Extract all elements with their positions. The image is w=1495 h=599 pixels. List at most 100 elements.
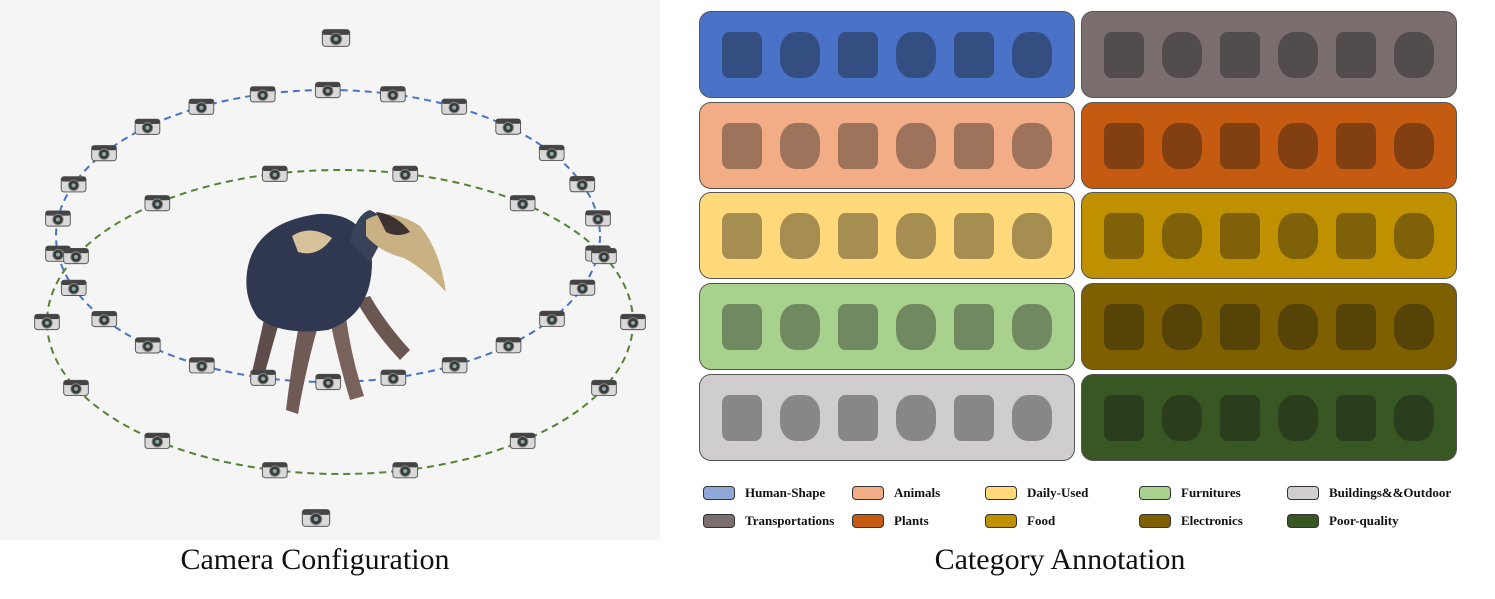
object-thumbnail [1278, 123, 1318, 169]
object-thumbnail [896, 213, 936, 259]
object-thumbnail [1104, 304, 1144, 350]
legend-label: Buildings&&Outdoor [1329, 485, 1452, 500]
object-thumbnail [1336, 213, 1376, 259]
object-thumbnail [838, 304, 878, 350]
object-thumbnail [1104, 32, 1144, 78]
cameras-layer [34, 29, 646, 527]
upper-ring-camera-icon [188, 98, 215, 115]
legend-item: Furnitures [1139, 483, 1241, 503]
legend-item: Plants [852, 511, 929, 531]
object-thumbnail [780, 123, 820, 169]
category-box-electronics [1081, 283, 1457, 370]
legend-label: Plants [894, 513, 929, 528]
object-thumbnail [838, 32, 878, 78]
object-thumbnail [1278, 32, 1318, 78]
category-box-food [1081, 192, 1457, 279]
lower-ring-camera-icon [261, 165, 288, 182]
object-thumbnail [1394, 395, 1434, 441]
legend-swatch [985, 514, 1017, 528]
object-thumbnail [1394, 32, 1434, 78]
legend-item: Electronics [1139, 511, 1243, 531]
category-box-transportations [1081, 11, 1457, 98]
upper-ring-camera-icon [538, 144, 565, 162]
legend-label: Electronics [1181, 513, 1243, 528]
lower-ring-camera-icon [144, 432, 171, 449]
upper-ring-camera-icon [539, 310, 565, 327]
object-thumbnail [896, 304, 936, 350]
legend-item: Animals [852, 483, 940, 503]
legend-swatch [852, 514, 884, 528]
lower-ring-camera-icon [620, 313, 646, 331]
object-thumbnail [722, 304, 762, 350]
object-thumbnail [1394, 304, 1434, 350]
object-thumbnail [1278, 304, 1318, 350]
category-annotation-panel: Human-Shape Animals Daily-Used Furnitures Bu… [697, 8, 1464, 533]
legend-swatch [852, 486, 884, 500]
upper-ring-camera-icon [250, 369, 276, 386]
upper-ring-camera-icon [188, 357, 215, 374]
object-thumbnail [1162, 395, 1202, 441]
legend-swatch [1139, 486, 1171, 500]
top-camera-icon [321, 29, 351, 47]
object-thumbnail [838, 123, 878, 169]
upper-ring-camera-icon [441, 357, 468, 374]
object-thumbnail [1104, 213, 1144, 259]
object-thumbnail [722, 395, 762, 441]
legend-item: Transportations [703, 511, 834, 531]
upper-ring-camera-icon [569, 176, 596, 193]
upper-ring-camera-icon [45, 210, 71, 227]
object-thumbnail [1394, 213, 1434, 259]
upper-camera-ring [55, 89, 601, 383]
object-thumbnail [954, 304, 994, 350]
legend-swatch [1287, 514, 1319, 528]
object-thumbnail [1278, 395, 1318, 441]
category-box-furnitures [699, 283, 1075, 370]
object-thumbnail [1394, 123, 1434, 169]
upper-ring-camera-icon [314, 81, 341, 99]
upper-ring-camera-icon [91, 145, 117, 162]
lower-ring-camera-icon [63, 247, 89, 265]
legend-swatch [703, 486, 735, 500]
legend-label: Animals [894, 485, 941, 500]
object-thumbnail [1220, 213, 1260, 259]
object-thumbnail [838, 395, 878, 441]
legend-swatch [1139, 514, 1171, 528]
category-box-poor-quality [1081, 374, 1457, 461]
camera-configuration-caption: Camera Configuration [180, 543, 450, 576]
object-thumbnail [896, 395, 936, 441]
legend-swatch [703, 514, 735, 528]
category-box-buildings-outdoor [699, 374, 1075, 461]
lower-ring-camera-icon [591, 379, 617, 397]
lower-ring-camera-icon [509, 432, 536, 449]
object-thumbnail [1012, 123, 1052, 169]
legend-item: Food [985, 511, 1055, 531]
upper-ring-camera-icon [134, 118, 161, 135]
object-thumbnail [1012, 213, 1052, 259]
legend-label: Daily-Used [1027, 485, 1089, 500]
legend-item: Buildings&&Outdoor [1287, 483, 1451, 503]
object-thumbnail [780, 304, 820, 350]
lower-ring-camera-icon [34, 313, 60, 331]
upper-ring-camera-icon [315, 373, 342, 391]
legend-swatch [985, 486, 1017, 500]
legend-label: Human-Shape [745, 485, 826, 500]
object-thumbnail [1012, 32, 1052, 78]
category-box-plants [1081, 102, 1457, 189]
object-thumbnail [1220, 304, 1260, 350]
upper-ring-camera-icon [441, 98, 468, 115]
category-box-human-shape [699, 11, 1075, 98]
object-thumbnail [838, 213, 878, 259]
object-thumbnail [1162, 32, 1202, 78]
camera-configuration-diagram [34, 29, 646, 527]
object-thumbnail [722, 123, 762, 169]
object-thumbnail [722, 213, 762, 259]
legend-label: Furnitures [1181, 485, 1241, 500]
category-annotation-caption: Category Annotation [934, 543, 1186, 576]
lower-ring-camera-icon [63, 379, 89, 397]
bottom-camera-icon [301, 509, 331, 527]
object-thumbnail [1012, 304, 1052, 350]
camera-configuration-panel [0, 0, 660, 540]
upper-ring-camera-icon [60, 279, 87, 296]
object-thumbnail [1012, 395, 1052, 441]
upper-ring-camera-icon [60, 176, 87, 193]
